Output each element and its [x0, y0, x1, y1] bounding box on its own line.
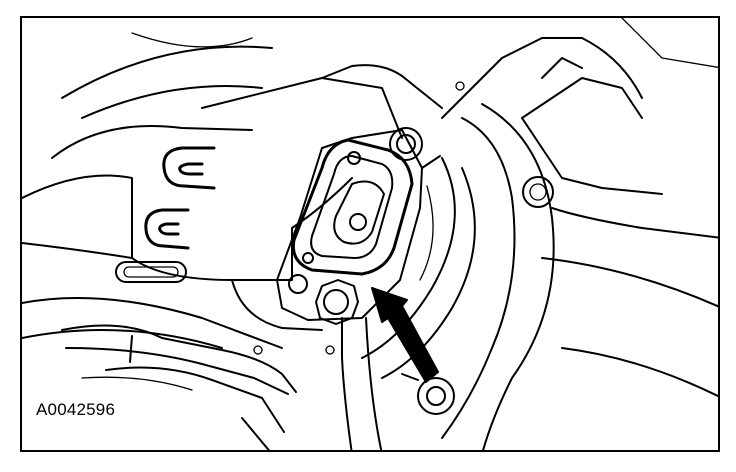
elongated-slot — [115, 261, 187, 283]
bracket-slot-upper — [162, 146, 216, 190]
engine-diagram — [22, 18, 718, 450]
bolt-lower-right — [401, 373, 455, 415]
bolt-upper — [389, 127, 423, 161]
engine-block-outline — [22, 64, 443, 349]
small-holes — [253, 81, 465, 355]
lower-left-components — [61, 317, 383, 450]
right-side-structure — [441, 18, 718, 450]
bracket-slot-lower — [144, 208, 190, 250]
small-bolt — [288, 274, 308, 294]
hex-nut-lower — [315, 279, 359, 325]
upper-left-housing-curves — [51, 32, 273, 159]
callout-arrow — [371, 287, 439, 383]
diagram-frame: A0042596 — [20, 16, 720, 452]
bolt-right — [522, 176, 554, 208]
figure-id-label: A0042596 — [36, 400, 116, 419]
gasket-mounted-component — [291, 138, 414, 276]
pulley-curves — [361, 157, 476, 379]
